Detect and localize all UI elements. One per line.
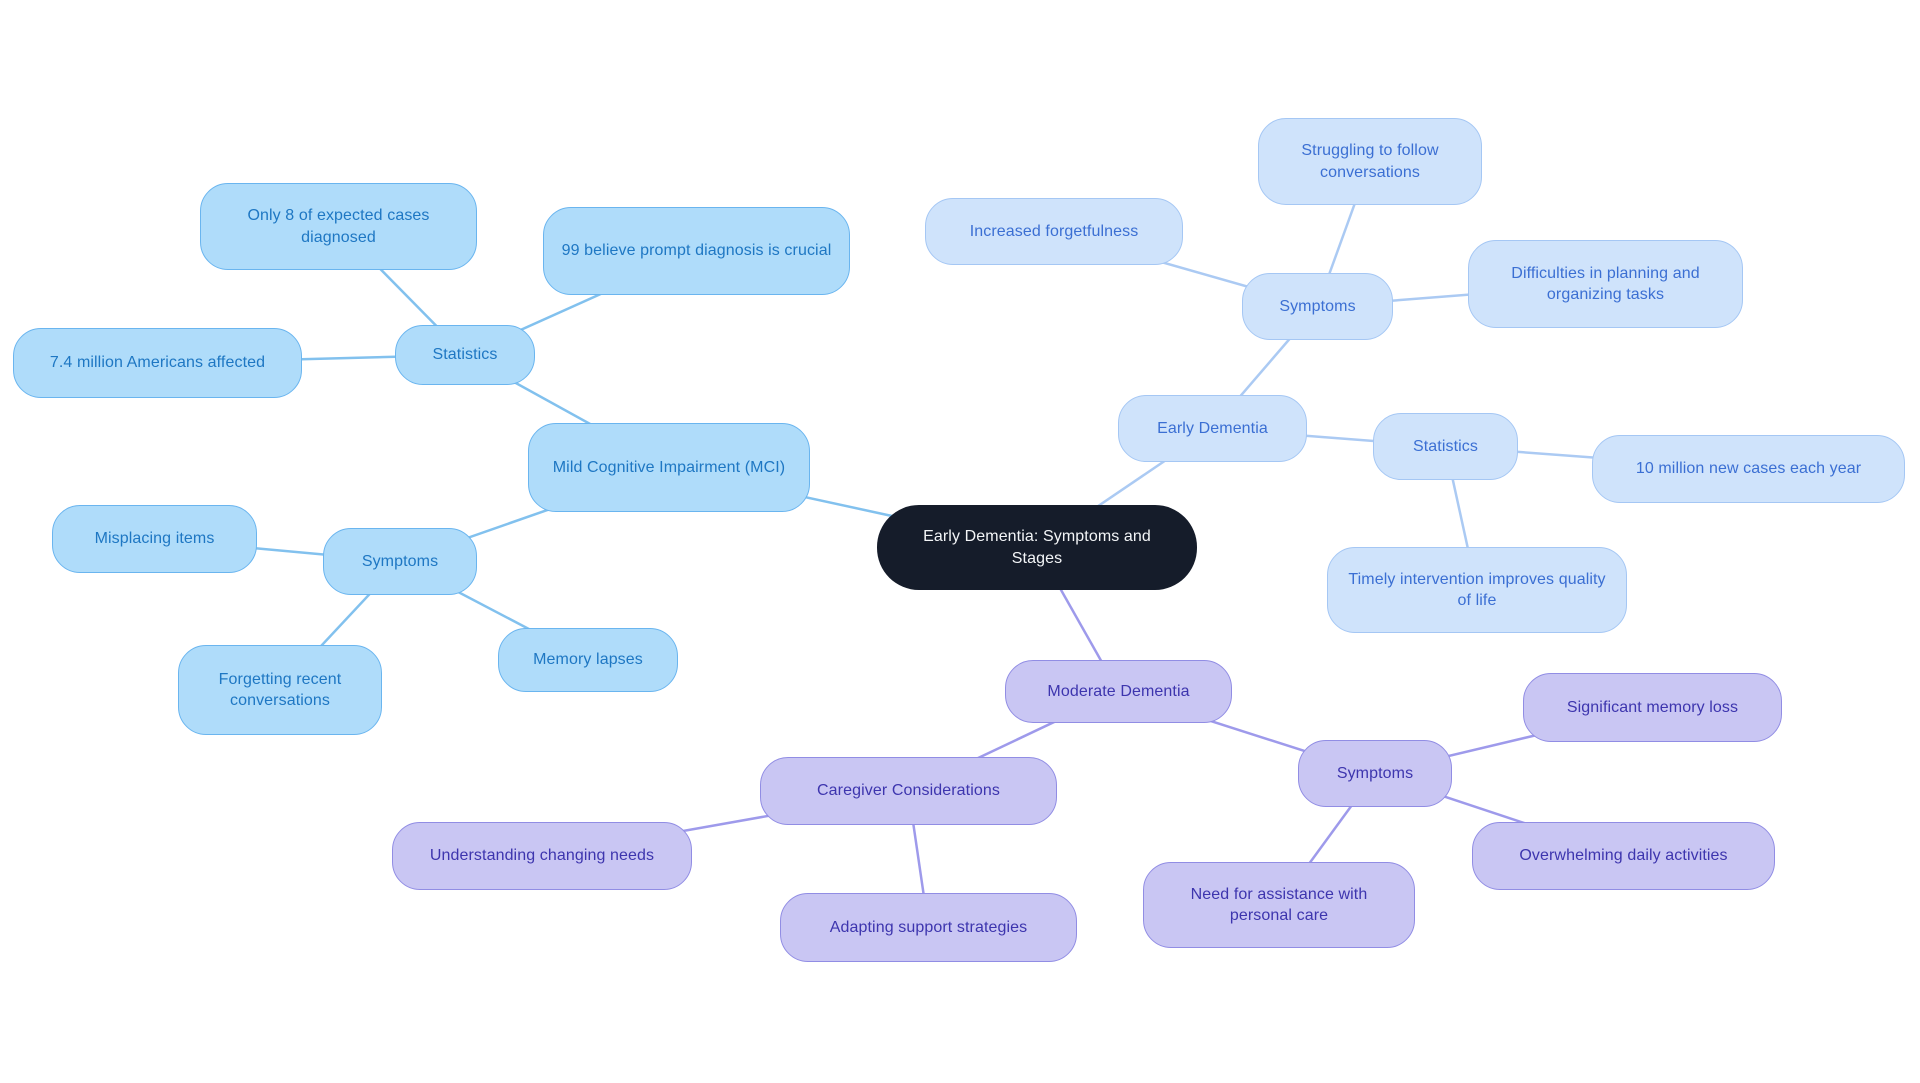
mindmap-node-struggling-conversations[interactable]: Struggling to follow conversations [1258, 118, 1482, 205]
node-label-new-cases: 10 million new cases each year [1635, 460, 1862, 478]
mindmap-node-difficulties-planning[interactable]: Difficulties in planning and organizing … [1468, 240, 1743, 328]
mindmap-node-mci-statistics[interactable]: Statistics [395, 325, 535, 385]
mindmap-node-assistance-personal-care[interactable]: Need for assistance with personal care [1143, 862, 1415, 948]
node-label-memory-lapses: Memory lapses [533, 651, 643, 669]
node-label-struggling-conversations: Struggling to follow conversations [1301, 142, 1439, 181]
node-label-early-dementia: Early Dementia [1157, 419, 1268, 437]
mindmap-node-adapting-strategies[interactable]: Adapting support strategies [780, 893, 1077, 962]
node-label-moderate-dementia: Moderate Dementia [1047, 682, 1190, 700]
node-label-americans-affected: 7.4 million Americans affected [49, 354, 266, 372]
node-label-significant-memory-loss: Significant memory loss [1566, 698, 1739, 716]
mindmap-node-early-dementia[interactable]: Early Dementia [1118, 395, 1307, 462]
mindmap-node-mci-symptoms[interactable]: Symptoms [323, 528, 477, 595]
node-label-mci: Mild Cognitive Impairment (MCI) [552, 458, 786, 476]
node-label-caregiver-considerations: Caregiver Considerations [817, 782, 1000, 800]
mindmap-node-timely-intervention[interactable]: Timely intervention improves quality of … [1327, 547, 1627, 633]
node-label-misplacing-items: Misplacing items [94, 530, 215, 548]
mindmap-node-increased-forgetfulness[interactable]: Increased forgetfulness [925, 198, 1183, 265]
node-label-prompt-diagnosis: 99 believe prompt diagnosis is crucial [561, 242, 832, 260]
node-label-forgetting-conversations: Forgetting recent conversations [218, 670, 342, 709]
mindmap-node-moderate-symptoms[interactable]: Symptoms [1298, 740, 1452, 807]
mindmap-node-misplacing-items[interactable]: Misplacing items [52, 505, 257, 573]
mindmap-node-center[interactable]: Early Dementia: Symptoms and Stages [877, 505, 1197, 590]
mindmap-node-forgetting-conversations[interactable]: Forgetting recent conversations [178, 645, 382, 735]
mindmap-node-memory-lapses[interactable]: Memory lapses [498, 628, 678, 692]
node-label-overwhelming-activities: Overwhelming daily activities [1519, 847, 1728, 865]
mindmap-node-significant-memory-loss[interactable]: Significant memory loss [1523, 673, 1782, 742]
mindmap-node-only-8-diagnosed[interactable]: Only 8 of expected cases diagnosed [200, 183, 477, 270]
node-label-center: Early Dementia: Symptoms and Stages [923, 528, 1151, 567]
mindmap-node-caregiver-considerations[interactable]: Caregiver Considerations [760, 757, 1057, 825]
node-label-adapting-strategies: Adapting support strategies [829, 918, 1028, 936]
mindmap-node-mci[interactable]: Mild Cognitive Impairment (MCI) [528, 423, 810, 512]
node-label-difficulties-planning: Difficulties in planning and organizing … [1511, 264, 1700, 303]
node-label-mci-symptoms: Symptoms [361, 552, 439, 570]
mindmap-node-prompt-diagnosis[interactable]: 99 believe prompt diagnosis is crucial [543, 207, 850, 295]
mindmap-node-new-cases[interactable]: 10 million new cases each year [1592, 435, 1905, 503]
mindmap-node-americans-affected[interactable]: 7.4 million Americans affected [13, 328, 302, 398]
mindmap-node-early-statistics[interactable]: Statistics [1373, 413, 1518, 480]
node-label-increased-forgetfulness: Increased forgetfulness [969, 222, 1139, 240]
mindmap-node-early-symptoms[interactable]: Symptoms [1242, 273, 1393, 340]
mindmap-node-overwhelming-activities[interactable]: Overwhelming daily activities [1472, 822, 1775, 890]
mindmap-node-moderate-dementia[interactable]: Moderate Dementia [1005, 660, 1232, 723]
node-label-understanding-needs: Understanding changing needs [429, 847, 655, 865]
node-label-assistance-personal-care: Need for assistance with personal care [1190, 885, 1368, 924]
node-label-early-symptoms: Symptoms [1279, 297, 1356, 315]
node-label-timely-intervention: Timely intervention improves quality of … [1348, 570, 1606, 609]
node-label-only-8-diagnosed: Only 8 of expected cases diagnosed [247, 207, 430, 246]
node-label-moderate-symptoms: Symptoms [1336, 764, 1414, 782]
mindmap-node-understanding-needs[interactable]: Understanding changing needs [392, 822, 692, 890]
node-label-mci-statistics: Statistics [432, 346, 498, 364]
node-label-early-statistics: Statistics [1412, 437, 1478, 455]
